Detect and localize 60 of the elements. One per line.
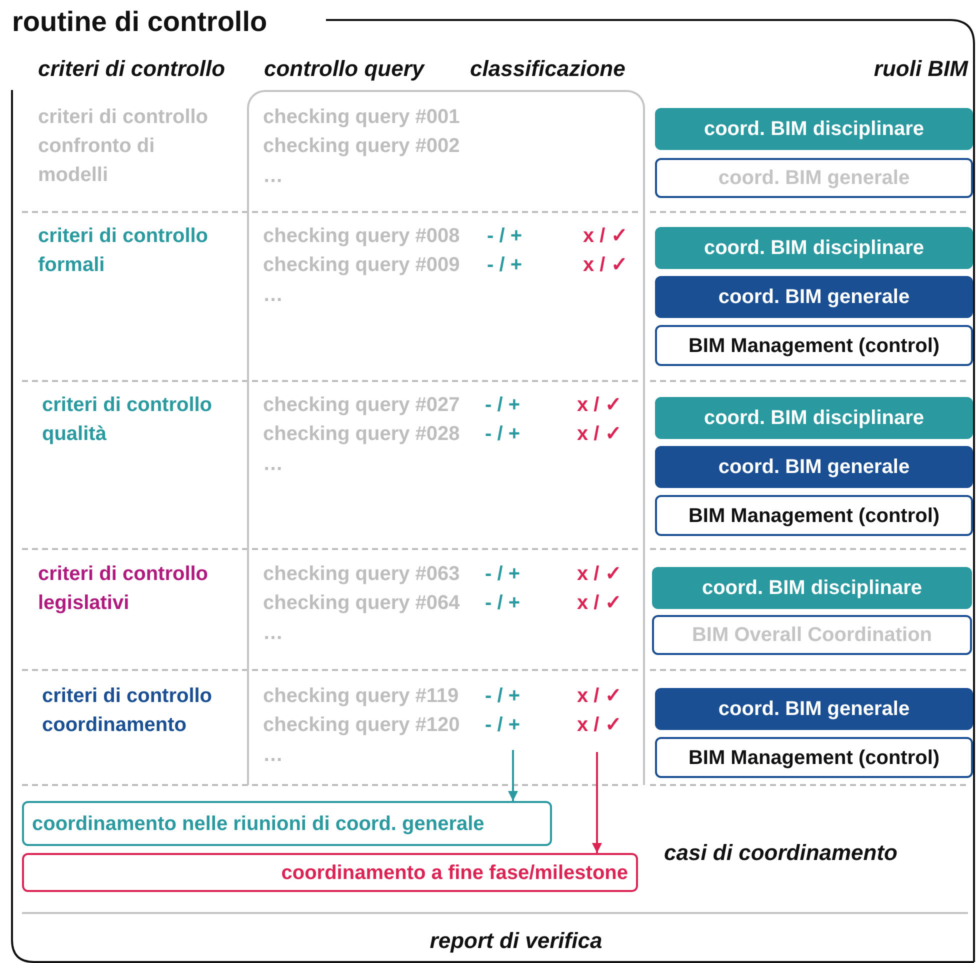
query-text: - / + <box>487 253 522 278</box>
query-text: … <box>263 743 283 768</box>
query-text: x / ✓ <box>577 393 622 418</box>
query-text: checking query #027 <box>263 393 460 418</box>
footer-caption: report di verifica <box>428 927 604 955</box>
role-box: coord. BIM generale <box>655 688 973 730</box>
query-text: - / + <box>485 562 520 587</box>
query-text: … <box>263 621 283 646</box>
query-text: … <box>263 452 283 477</box>
query-text: - / + <box>485 713 520 738</box>
role-box: coord. BIM disciplinare <box>652 567 972 609</box>
criteria-text: criteri di controllo formali <box>38 224 210 278</box>
query-text: checking query #120 <box>263 713 460 738</box>
column-heading: controllo query <box>264 55 424 83</box>
arrow <box>508 750 518 801</box>
arrow <box>592 752 602 853</box>
column-heading: classificazione <box>470 55 626 83</box>
query-text: checking query #009 <box>263 253 460 278</box>
role-box: coord. BIM generale <box>655 158 973 198</box>
diagram-title: routine di controllo <box>12 5 268 39</box>
role-box: coord. BIM disciplinare <box>655 227 973 269</box>
query-text: checking query #002 <box>263 134 460 159</box>
query-text: x / ✓ <box>577 422 622 447</box>
query-text: checking query #064 <box>263 591 460 616</box>
role-box: BIM Overall Coordination <box>652 615 972 655</box>
query-text: - / + <box>485 684 520 709</box>
query-text: … <box>263 283 283 308</box>
coordination-case-box: coordinamento a fine fase/milestone <box>22 853 638 892</box>
query-text: x / ✓ <box>577 713 622 738</box>
query-text: … <box>263 164 283 189</box>
column-heading: criteri di controllo <box>38 55 226 83</box>
query-text: x / ✓ <box>577 591 622 616</box>
query-text: - / + <box>485 393 520 418</box>
role-box: BIM Management (control) <box>655 325 973 366</box>
role-box: BIM Management (control) <box>655 737 973 778</box>
query-text: checking query #008 <box>263 224 460 249</box>
role-box: BIM Management (control) <box>655 495 973 536</box>
query-text: checking query #119 <box>263 684 459 709</box>
query-text: x / ✓ <box>577 684 622 709</box>
query-text: - / + <box>485 591 520 616</box>
role-box: coord. BIM disciplinare <box>655 397 973 439</box>
coordination-case-box: coordinamento nelle riunioni di coord. generale <box>22 801 552 846</box>
query-text: - / + <box>487 224 522 249</box>
column-heading: ruoli BIM <box>872 55 968 83</box>
criteria-text: criteri di controllo coordinamento <box>42 684 214 738</box>
role-box: coord. BIM generale <box>655 446 973 488</box>
criteria-text: criteri di controllo qualità <box>42 393 214 447</box>
criteria-text: criteri di controllo confronto di modelli <box>38 105 210 188</box>
query-text: - / + <box>485 422 520 447</box>
query-text: x / ✓ <box>577 562 622 587</box>
query-text: checking query #001 <box>263 105 460 130</box>
role-box: coord. BIM generale <box>655 276 973 318</box>
query-text: checking query #028 <box>263 422 460 447</box>
role-box: coord. BIM disciplinare <box>655 108 973 150</box>
criteria-text: criteri di controllo legislativi <box>38 562 210 616</box>
query-text: checking query #063 <box>263 562 460 587</box>
query-panel <box>247 90 645 785</box>
column-heading: casi di coordinamento <box>664 839 898 867</box>
query-text: x / ✓ <box>583 253 628 278</box>
query-text: x / ✓ <box>583 224 628 249</box>
